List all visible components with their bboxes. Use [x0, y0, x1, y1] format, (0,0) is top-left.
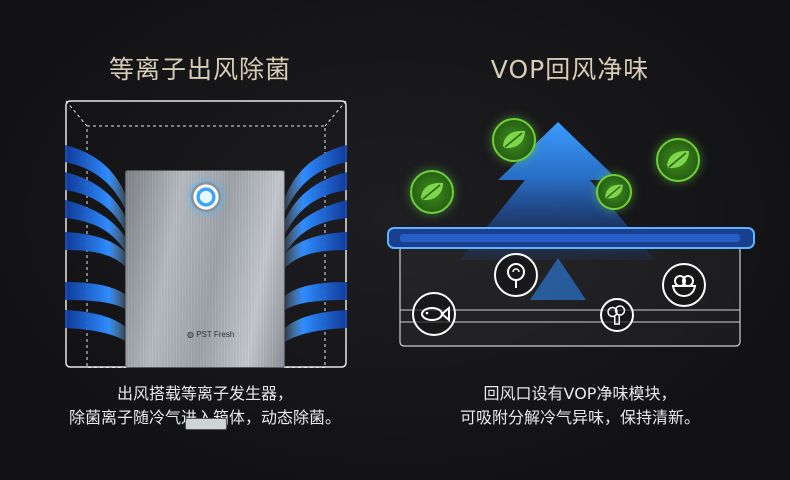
right-caption-line-1: 回风口设有VOP净味模块， [483, 384, 677, 403]
brand-mark-icon: ◍ [187, 330, 197, 339]
leaf-icon [492, 118, 536, 162]
right-airflow-waves [285, 145, 347, 342]
plasma-generator-icon [191, 182, 221, 212]
broccoli-icon [600, 298, 634, 332]
brand-logo: ◍ PST Fresh [187, 330, 234, 339]
airflow-diagram [65, 100, 347, 368]
fruit-bowl-icon [662, 263, 706, 307]
left-feature-caption: 出风搭载等离子发生器， 除菌离子随冷气进入箱体，动态除菌。 [30, 382, 380, 430]
fish-icon [412, 292, 456, 336]
candy-icon [494, 253, 538, 297]
left-caption-line-2: 除菌离子随冷气进入箱体，动态除菌。 [30, 406, 380, 430]
fridge-door: ◍ PST Fresh [125, 170, 285, 430]
airflow-up-arrow [460, 122, 655, 260]
leaf-icon [656, 138, 700, 182]
left-feature-title: 等离子出风除菌 [108, 55, 291, 84]
right-caption-line-2: 可吸附分解冷气异味，保持清新。 [459, 408, 700, 427]
return-air-diagram [387, 122, 755, 347]
purification-illustration [380, 110, 760, 360]
left-caption-line-1: 出风搭载等离子发生器， [116, 384, 293, 403]
right-feature-caption: 回风口设有VOP净味模块， 可吸附分解冷气异味，保持清新。 [400, 382, 760, 430]
fridge-airflow-illustration: ◍ PST Fresh [65, 100, 347, 430]
left-airflow-waves [65, 145, 127, 342]
leaf-icon [596, 174, 632, 210]
temperature-display [185, 418, 227, 430]
brand-name: PST Fresh [196, 330, 235, 339]
right-feature-title: VOP回风净味 [490, 55, 650, 84]
leaf-icon [410, 170, 454, 214]
inner-airflow-arrow [530, 258, 586, 300]
